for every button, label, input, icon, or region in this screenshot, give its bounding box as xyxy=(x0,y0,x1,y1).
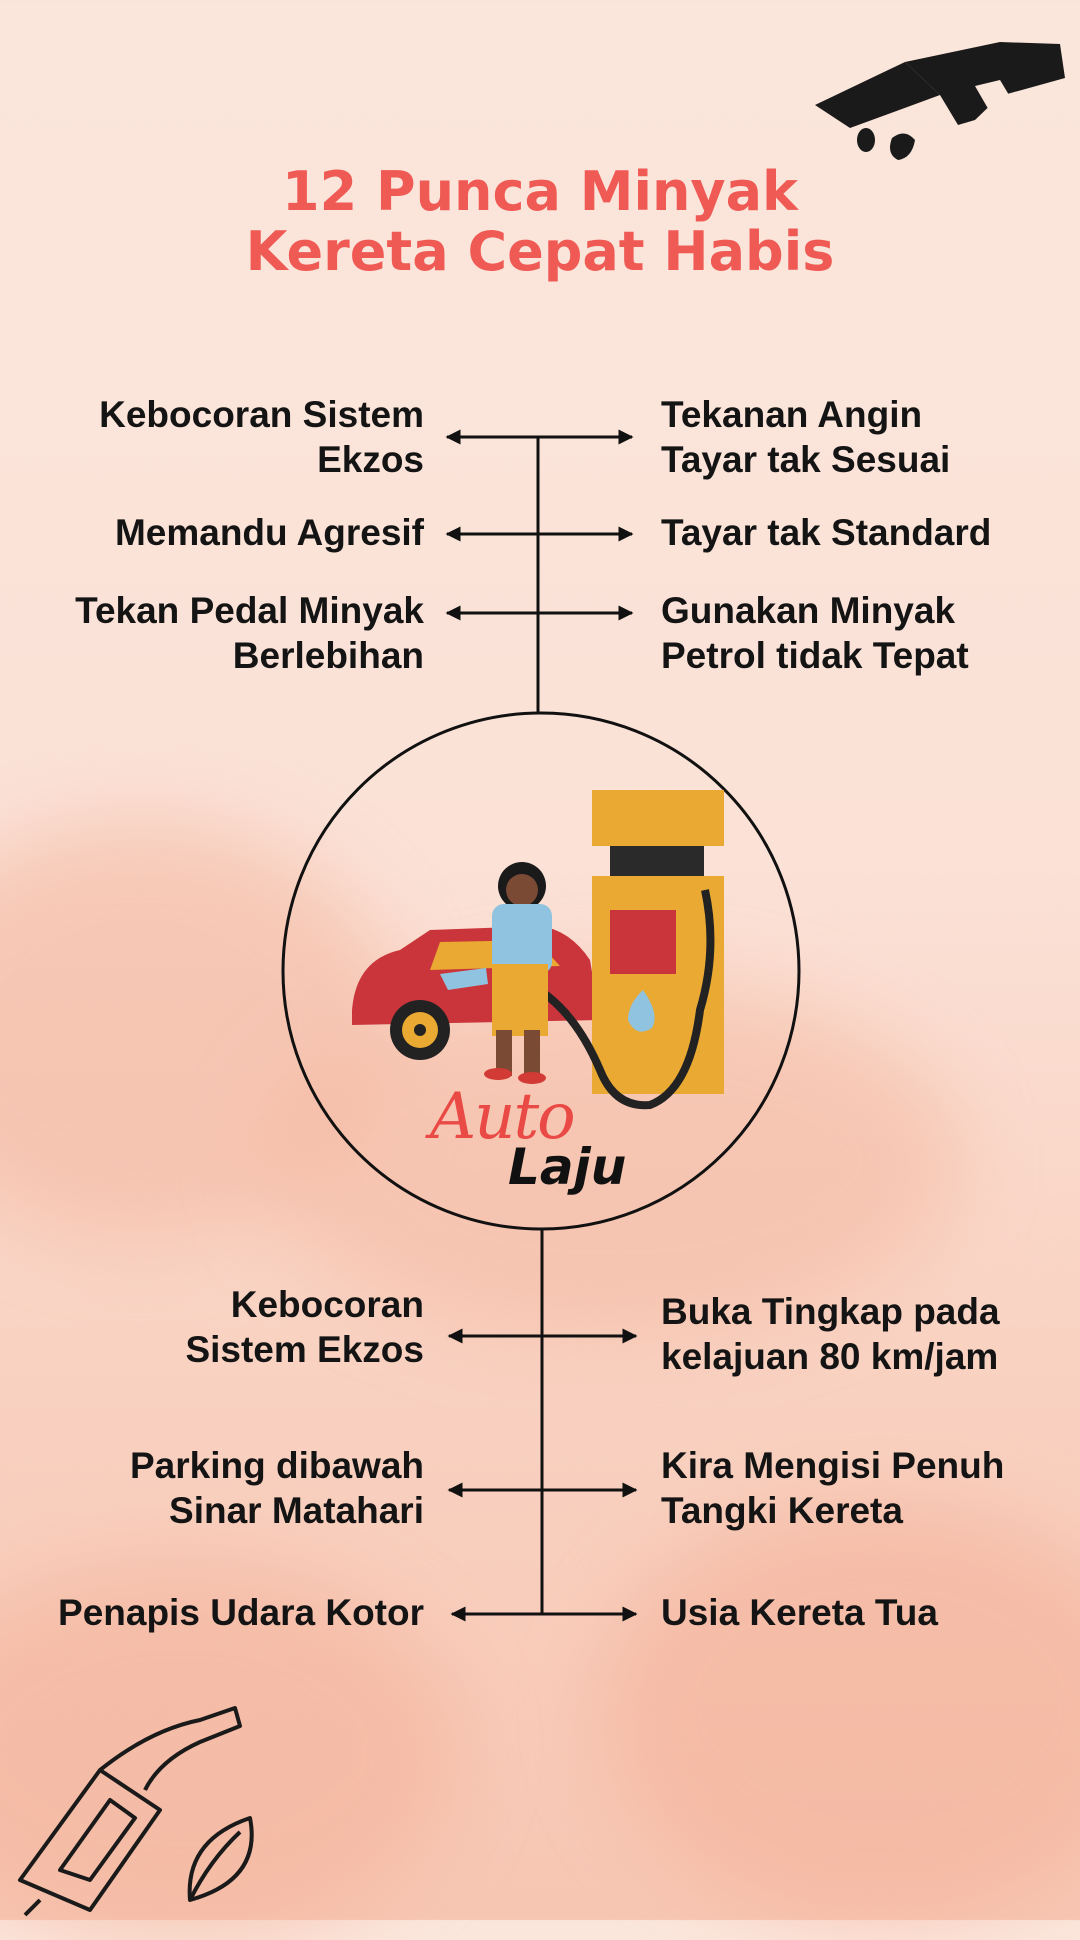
bottom-right-item-1: Buka Tingkap pada kelajuan 80 km/jam xyxy=(661,1291,1000,1377)
fuel-nozzle-leaf-icon xyxy=(18,1706,254,1917)
bottom-right-item-3: Usia Kereta Tua xyxy=(661,1592,938,1633)
center-circle xyxy=(281,711,801,1231)
bottom-right-item-2: Kira Mengisi Penuh Tangki Kereta xyxy=(661,1445,1005,1531)
title-line-2: Kereta Cepat Habis xyxy=(245,220,835,283)
title-line-1: 12 Punca Minyak xyxy=(282,160,798,223)
top-right-item-2: Tayar tak Standard xyxy=(661,512,992,553)
fuel-nozzle-icon xyxy=(815,42,1065,160)
page-title: 12 Punca Minyak Kereta Cepat Habis xyxy=(0,162,1080,282)
top-left-item-2: Memandu Agresif xyxy=(114,512,424,553)
fuel-station-illustration xyxy=(352,790,724,1110)
bottom-left-item-2: Parking dibawah Sinar Matahari xyxy=(129,1445,424,1531)
brand-logo: Auto Laju xyxy=(430,1080,630,1200)
top-left-item-3: Tekan Pedal Minyak Berlebihan xyxy=(75,590,424,676)
bottom-left-item-1: Kebocoran Sistem Ekzos xyxy=(185,1284,424,1370)
brand-laju: Laju xyxy=(508,1138,627,1196)
brand-auto: Auto xyxy=(430,1080,576,1154)
top-right-item-3: Gunakan Minyak Petrol tidak Tepat xyxy=(661,590,969,676)
top-right-item-1: Tekanan Angin Tayar tak Sesuai xyxy=(661,394,951,480)
top-left-item-1: Kebocoran Sistem Ekzos xyxy=(99,394,424,480)
bottom-left-item-3: Penapis Udara Kotor xyxy=(58,1592,424,1633)
